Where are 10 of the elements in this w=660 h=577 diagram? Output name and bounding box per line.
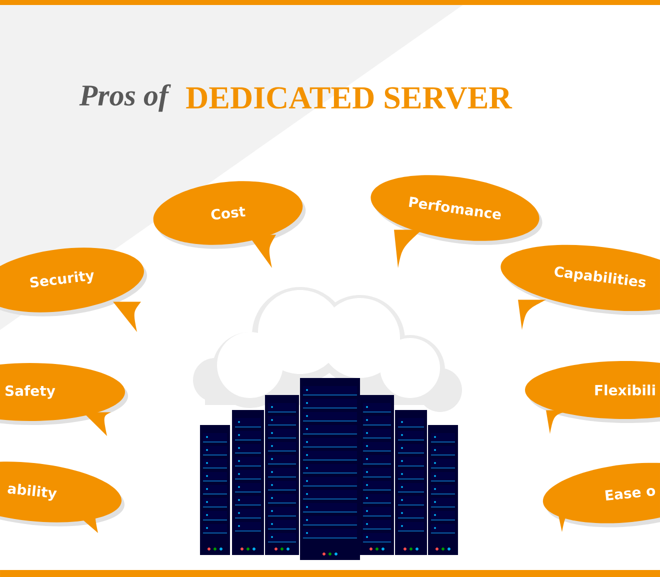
speech-bubble: Safety: [0, 363, 128, 436]
speech-bubble: Cost: [153, 181, 306, 268]
speech-bubble: Capabilities: [500, 244, 660, 330]
title-text: DEDICATED SERVER: [186, 87, 512, 109]
speech-bubble: Security: [0, 248, 147, 332]
speech-bubble: ability: [0, 462, 125, 533]
speech-bubble: Perfomance: [370, 175, 542, 268]
speech-bubble: Ease o: [542, 462, 660, 532]
title-text: Pros of: [79, 84, 171, 112]
speech-bubble: Flexibili: [525, 361, 660, 434]
